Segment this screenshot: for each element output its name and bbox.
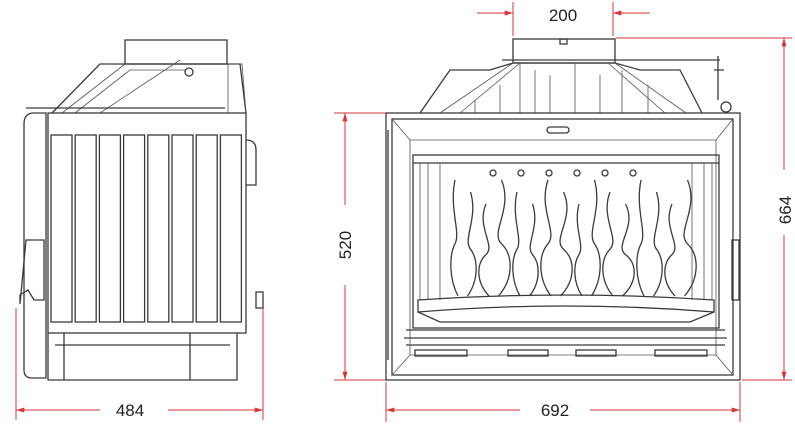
door-frame: [391, 118, 734, 376]
air-vent-hole: [517, 169, 525, 177]
flame-line: [450, 179, 459, 297]
heat-rib: [195, 134, 218, 323]
air-vent-hole: [573, 169, 581, 177]
flame-line: [574, 203, 583, 297]
side-air-box: [245, 139, 257, 186]
flame-line: [664, 203, 676, 297]
ash-lip: [417, 294, 715, 323]
front-outer-frame: [385, 112, 741, 381]
side-hood-details: [61, 59, 247, 114]
damper-lever: [714, 56, 724, 100]
side-flue-collar: [124, 39, 228, 65]
flame-line: [559, 191, 573, 297]
flame-line: [602, 191, 614, 297]
width-label: 692: [541, 401, 569, 420]
heat-rib: [171, 134, 194, 323]
dimension-flue: 200: [477, 2, 650, 36]
height-total-label: 664: [776, 196, 795, 224]
flame-line: [636, 179, 645, 297]
dimension-width: 692: [385, 382, 741, 422]
flue-label: 200: [549, 6, 577, 25]
flue-tab: [559, 38, 568, 45]
door-bottom-mouldings: [404, 329, 727, 346]
side-base: [47, 333, 238, 381]
front-hood: [419, 62, 703, 114]
flame-line: [540, 179, 552, 297]
air-vent-hole: [545, 169, 553, 177]
flame-line: [683, 179, 697, 297]
glass-window: [412, 154, 720, 329]
flame-line: [652, 191, 663, 297]
hinge-side-box: [731, 239, 740, 301]
side-hood: [51, 63, 247, 114]
side-heat-ribs: [50, 134, 243, 323]
damper-ring: [720, 101, 732, 113]
flame-line: [478, 203, 490, 297]
side-door-handle: [19, 239, 45, 305]
heat-rib: [74, 134, 97, 323]
dimension-height-body: 520: [334, 112, 386, 381]
glass-side-rails: [419, 163, 713, 300]
side-body: [47, 112, 247, 334]
side-door: [23, 112, 47, 379]
heat-rib: [122, 134, 146, 323]
side-damper-knob: [184, 67, 194, 77]
height-body-label: 520: [336, 231, 355, 259]
air-vent-hole: [629, 169, 637, 177]
flame-line: [621, 203, 635, 297]
side-rear-knob: [255, 291, 264, 309]
door-bevel: [391, 118, 734, 376]
air-vent-hole: [489, 169, 497, 177]
depth-label: 484: [116, 401, 144, 420]
front-view: [385, 38, 741, 381]
flame-line: [512, 191, 521, 297]
air-vents: [489, 169, 637, 177]
heat-rib: [147, 134, 170, 323]
flame-line: [590, 179, 601, 297]
bottom-vent-slots: [414, 349, 708, 357]
dimension-depth: 484: [15, 308, 264, 420]
dimension-height-total: 664: [616, 37, 795, 381]
air-vent-hole: [601, 169, 609, 177]
flame-decoration: [450, 179, 697, 297]
side-view: [19, 39, 264, 381]
door-top-handle: [546, 126, 570, 134]
flame-line: [528, 203, 539, 297]
front-hood-ribs: [439, 62, 687, 114]
heat-rib: [50, 134, 73, 323]
flame-line: [466, 191, 477, 297]
heat-rib: [98, 134, 122, 323]
heat-rib: [219, 134, 243, 323]
flame-line: [497, 179, 511, 297]
